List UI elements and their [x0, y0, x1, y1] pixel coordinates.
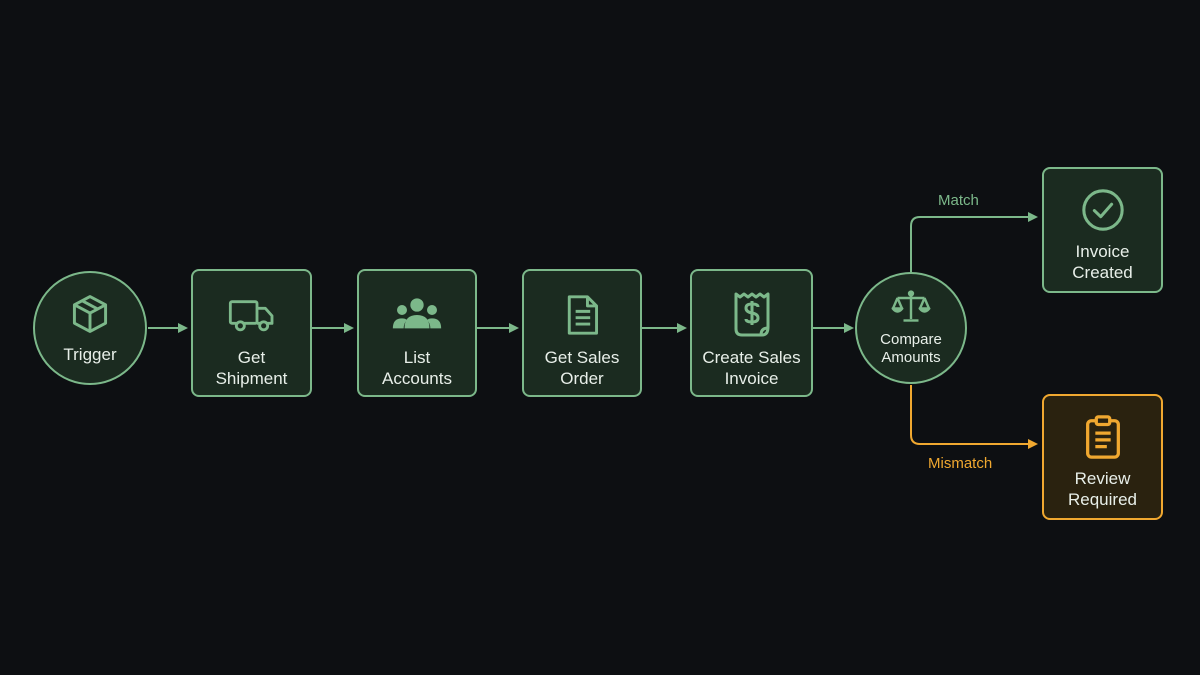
node-compare-amounts[interactable]: Compare Amounts: [855, 272, 967, 384]
users-icon: [392, 298, 442, 329]
list-accounts-label-line1: List: [403, 348, 431, 367]
get-sales-order-label-line1: Get Sales: [544, 348, 620, 367]
node-get-shipment[interactable]: Get Shipment: [191, 269, 312, 397]
get-sales-order-label-line2: Order: [560, 369, 604, 388]
compare-amounts-label-line2: Amounts: [881, 349, 941, 366]
get-shipment-label-line2: Shipment: [215, 369, 288, 388]
create-sales-invoice-label-line1: Create Sales: [702, 348, 801, 367]
get-shipment-label-line1: Get: [237, 348, 266, 367]
node-list-accounts[interactable]: List Accounts: [357, 269, 477, 397]
document-icon: [567, 295, 598, 335]
list-accounts-label-line2: Accounts: [382, 369, 452, 388]
match-edge-label: Match: [938, 192, 979, 209]
receipt-icon: [734, 292, 769, 337]
clipboard-icon: [1085, 415, 1120, 459]
check-circle-icon: [1081, 189, 1124, 231]
truck-icon: [228, 300, 273, 332]
node-invoice-created[interactable]: Invoice Created: [1042, 167, 1163, 293]
invoice-created-label-line2: Created: [1072, 263, 1133, 282]
trigger-label: Trigger: [63, 344, 117, 364]
arrow-match-branch: [910, 212, 1038, 272]
box-icon: [72, 294, 108, 333]
node-trigger[interactable]: Trigger: [33, 271, 147, 385]
create-sales-invoice-label-line2: Invoice: [724, 369, 779, 388]
node-review-required[interactable]: Review Required: [1042, 394, 1163, 520]
compare-amounts-label-line1: Compare: [880, 331, 942, 348]
invoice-created-label-line1: Invoice: [1075, 242, 1130, 261]
mismatch-edge-label: Mismatch: [928, 455, 993, 472]
scale-icon: [891, 290, 931, 322]
node-create-sales-invoice[interactable]: Create Sales Invoice: [690, 269, 813, 397]
arrow-mismatch-branch: [910, 385, 1038, 449]
review-required-label-line2: Required: [1068, 490, 1137, 509]
node-get-sales-order[interactable]: Get Sales Order: [522, 269, 642, 397]
review-required-label-line1: Review: [1074, 469, 1131, 488]
